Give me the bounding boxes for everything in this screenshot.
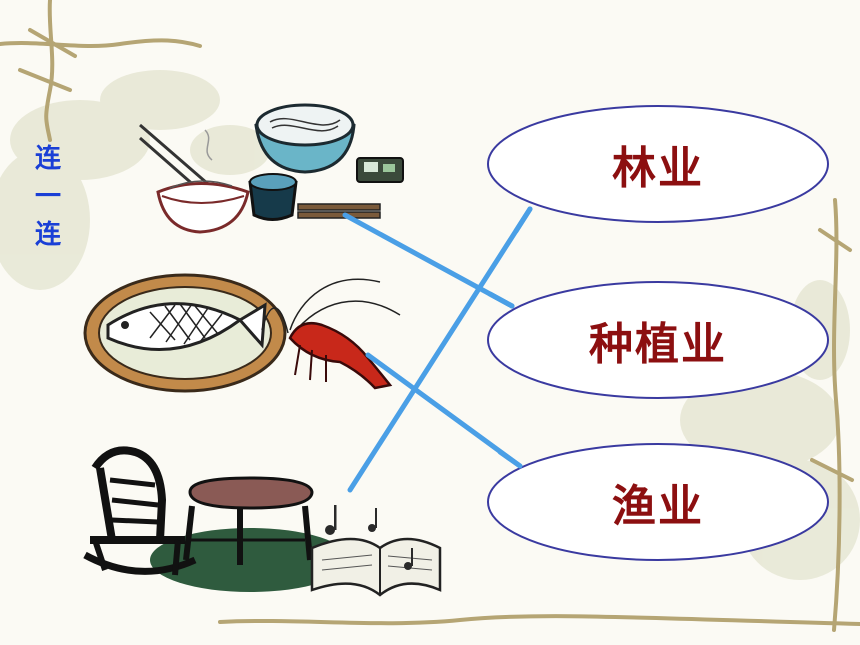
vertical-char-1: 连 [34, 144, 61, 174]
label-planting: 种植业 [589, 319, 727, 370]
vertical-label: 连 一 连 [30, 140, 66, 254]
bottom-vine [218, 614, 860, 626]
vertical-char-3: 连 [34, 220, 61, 250]
label-fishery: 渔业 [612, 481, 704, 532]
top-vine [0, 0, 202, 142]
vertical-char-2: 一 [34, 182, 61, 212]
label-forestry: 林业 [612, 143, 704, 194]
